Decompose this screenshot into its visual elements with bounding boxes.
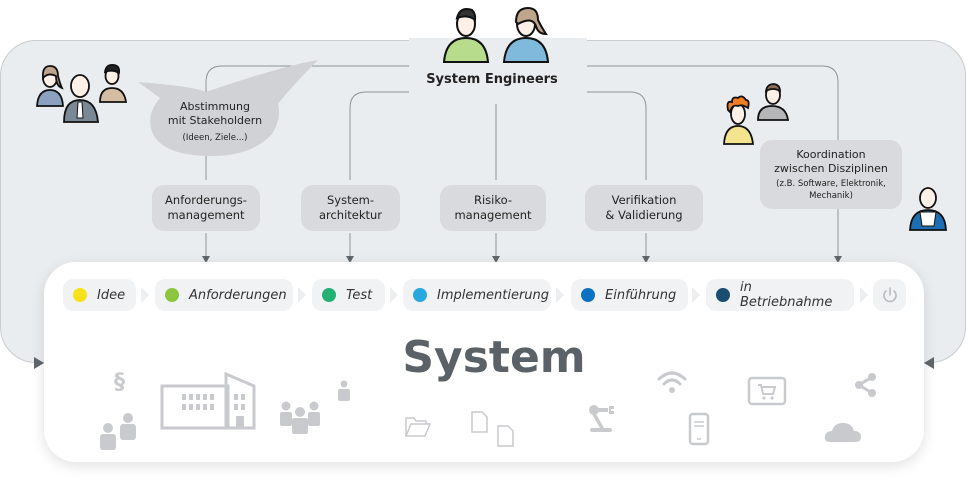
power-button[interactable] [873,279,906,311]
cloud-icon [824,423,861,442]
phase-anforderungen: Anforderungen [155,279,293,311]
task-line1: Verifikation [611,193,677,207]
phase-label: in Betriebnahme [740,280,833,310]
stakeholder-bubble-line2: mit Stakeholdern [167,114,263,127]
phase-dot-icon [322,288,336,302]
documents-icon [471,411,514,447]
task-line1: Anforderungs- [165,193,247,207]
phase-label: Idee [97,287,126,303]
system-engineers-label: System Engineers [426,72,558,87]
task-risikomanagement: Risiko- management [440,185,546,231]
phase-chevron-icon [298,287,306,303]
phase-test: Test [312,279,385,311]
phase-implementierung: Implementierung [403,279,551,311]
discipline-avatars-icon [723,83,790,145]
coordination-line2: zwischen Disziplinen [774,161,888,175]
engineers-header-box [409,38,587,96]
engineer-avatar-blue-icon [909,187,947,231]
coordination-sub2: Mechanik) [809,190,853,201]
task-systemarchitektur: System- architektur [301,185,400,231]
shop-cart-icon [747,376,787,406]
phase-einfuehrung: Einführung [571,279,688,311]
share-icon [855,373,876,397]
phase-dot-icon [413,288,427,302]
system-engineers-avatars-icon [442,6,550,63]
phase-chevron-icon [556,287,564,303]
people-icon [100,413,136,450]
stakeholder-bubble-line1: Abstimmung [180,100,250,113]
stakeholder-bubble-text: Abstimmung mit Stakeholdern (Ideen, Ziel… [160,100,270,145]
task-line2: & Validierung [605,208,683,222]
phase-in-betriebnahme: in Betriebnahme [706,279,854,311]
phase-dot-icon [165,288,179,302]
phase-chevron-icon [692,287,700,303]
robot-arm-icon [589,405,614,432]
coordination-box: Koordination zwischen Disziplinen (z.B. … [760,140,902,209]
phase-dot-icon [73,288,87,302]
stakeholder-bubble-sub: (Ideen, Ziele...) [182,133,248,143]
folder-icon [404,417,432,437]
phase-dot-icon [716,288,730,302]
building-icon [160,372,256,430]
mobile-device-icon [688,412,710,446]
task-line1: System- [326,193,375,207]
task-line2: management [167,208,245,222]
stakeholder-speech-bubble [138,60,318,156]
team-icon [280,401,320,434]
task-line2: architektur [318,208,383,222]
phase-dot-icon [581,288,595,302]
phase-label: Implementierung [437,287,550,303]
system-title: System [402,332,586,383]
person-icon [338,380,350,401]
stakeholders-avatars-icon [36,63,128,123]
coordination-sub1: (z.B. Software, Elektronik, [776,178,886,189]
phase-chevron-icon [390,287,398,303]
phase-label: Anforderungen [189,287,287,303]
task-verifikation-validierung: Verifikation & Validierung [585,185,703,231]
phase-idee: Idee [63,279,136,311]
task-line1: Risiko- [473,193,513,207]
wifi-icon [657,371,687,393]
phase-chevron-icon [860,287,868,303]
coordination-line1: Koordination [796,147,866,161]
power-icon [882,287,897,303]
phase-chevron-icon [141,287,149,303]
task-anforderungsmanagement: Anforderungs- management [152,185,260,231]
phase-label: Test [346,287,373,303]
phase-label: Einführung [605,287,677,303]
task-line2: management [454,208,532,222]
paragraph-icon: § [114,370,125,395]
